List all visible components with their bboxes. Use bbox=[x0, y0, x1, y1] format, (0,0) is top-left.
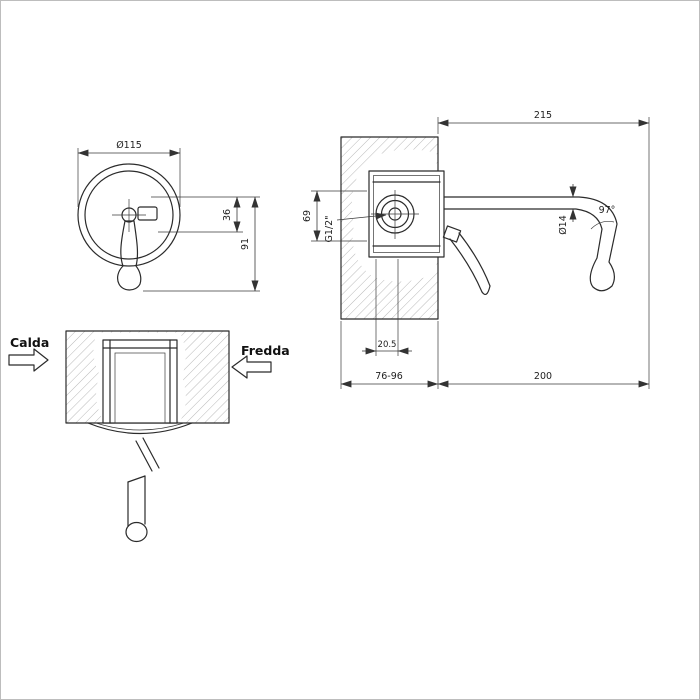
dim-inset: 20.5 bbox=[362, 259, 412, 356]
dim-angle-label: 97° bbox=[599, 205, 616, 216]
dim-offset-label: 36 bbox=[222, 209, 233, 221]
cold-arrow-icon bbox=[231, 355, 272, 379]
lever-handle-side-edge2 bbox=[458, 232, 491, 287]
dim-wall-depth: 76-96 bbox=[340, 321, 439, 389]
handle-base-side bbox=[442, 225, 462, 243]
callout-thread: G1/2" bbox=[324, 212, 387, 243]
dim-diameter-label: Ø115 bbox=[116, 140, 142, 151]
dim-offset: 36 bbox=[151, 196, 260, 233]
front-view: Ø115 36 91 bbox=[77, 140, 260, 292]
rosette-arc-inner bbox=[95, 422, 185, 431]
valve-body-plan bbox=[102, 339, 178, 424]
plan-view: Calda Fredda bbox=[8, 330, 290, 543]
lever-plan-edge1 bbox=[135, 440, 153, 472]
dim-wall-depth-label: 76-96 bbox=[375, 371, 403, 382]
dim-reach-bottom-label: 200 bbox=[534, 371, 552, 382]
spout-outlet bbox=[125, 521, 148, 543]
lever-handle-side-tip bbox=[481, 285, 491, 296]
cartridge-plan bbox=[114, 352, 166, 424]
rosette-inner-circle bbox=[84, 170, 174, 260]
dim-inset-label: 20.5 bbox=[378, 340, 397, 350]
handle-base bbox=[137, 206, 158, 221]
rosette-arc bbox=[87, 422, 193, 435]
hot-label: Calda bbox=[10, 335, 49, 350]
side-view: 215 69 G1/2" Ø14 97° bbox=[302, 110, 650, 389]
dim-reach-top: 215 bbox=[437, 110, 650, 389]
lever-handle-front bbox=[117, 220, 142, 291]
lever-plan-edge2 bbox=[142, 437, 160, 469]
dim-spout-diameter-label: Ø14 bbox=[558, 215, 569, 235]
dim-height-side-label: 69 bbox=[302, 210, 313, 222]
callout-thread-label: G1/2" bbox=[324, 215, 335, 242]
dim-reach-top-label: 215 bbox=[534, 110, 552, 121]
dim-spout-diameter: Ø14 bbox=[558, 184, 577, 235]
dim-height-front-label: 91 bbox=[240, 238, 251, 250]
dim-reach-bottom: 200 bbox=[437, 371, 650, 388]
spout-profile bbox=[443, 196, 618, 292]
lever-handle-side-edge1 bbox=[449, 238, 483, 293]
dim-height-front: 91 bbox=[143, 196, 260, 292]
cold-label: Fredda bbox=[241, 343, 290, 358]
dim-angle: 97° bbox=[590, 205, 616, 230]
spout-plan-break bbox=[127, 475, 146, 483]
rosette-outer-circle bbox=[77, 163, 181, 267]
dim-height-side: 69 bbox=[302, 190, 367, 242]
hot-arrow-icon bbox=[8, 348, 49, 372]
